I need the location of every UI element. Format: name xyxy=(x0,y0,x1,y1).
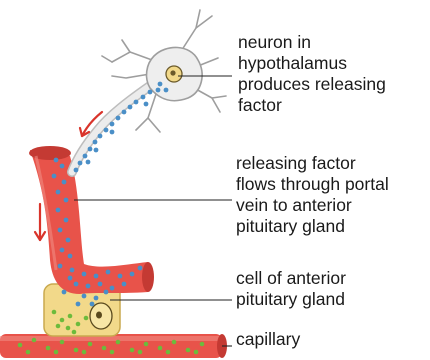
releasing-factor-dot xyxy=(94,148,99,153)
releasing-factor-dot xyxy=(104,128,109,133)
releasing-factor-dot xyxy=(116,116,121,121)
releasing-factor-dot xyxy=(62,180,67,185)
hormone-dot xyxy=(200,342,205,347)
releasing-factor-dot xyxy=(156,88,161,93)
releasing-factor-dot xyxy=(141,95,146,100)
releasing-factor-dot xyxy=(148,90,153,95)
releasing-factor-dot xyxy=(106,270,111,275)
releasing-factor-dot xyxy=(52,174,57,179)
hormone-dot xyxy=(66,326,71,331)
releasing-factor-label: releasing factor flows through portal ve… xyxy=(236,153,389,237)
releasing-factor-dot xyxy=(56,190,61,195)
hormone-dot xyxy=(172,340,177,345)
releasing-factor-dot xyxy=(93,140,98,145)
capillary-label: capillary xyxy=(236,329,300,350)
hormone-dot xyxy=(82,350,87,355)
releasing-factor-dot xyxy=(60,164,65,169)
hormone-dot xyxy=(72,330,77,335)
hormone-dot xyxy=(74,348,79,353)
releasing-factor-dot xyxy=(62,290,67,295)
releasing-factor-dot xyxy=(82,294,87,299)
releasing-factor-dot xyxy=(58,228,63,233)
releasing-factor-dot xyxy=(76,302,81,307)
releasing-factor-dot xyxy=(88,147,93,152)
releasing-factor-dot xyxy=(110,130,115,135)
hormone-dot xyxy=(54,350,59,355)
hormone-dot xyxy=(84,316,89,321)
hormone-dot xyxy=(144,342,149,347)
releasing-factor-dot xyxy=(122,282,127,287)
releasing-factor-dot xyxy=(86,160,91,165)
releasing-factor-dot xyxy=(118,274,123,279)
releasing-factor-dot xyxy=(104,290,109,295)
releasing-factor-dot xyxy=(54,158,59,163)
releasing-factor-dot xyxy=(68,254,73,259)
releasing-factor-dot xyxy=(56,208,61,213)
releasing-factor-dot xyxy=(164,88,169,93)
neuron-label: neuron in hypothalamus produces releasin… xyxy=(238,32,386,116)
releasing-factor-dot xyxy=(134,100,139,105)
releasing-factor-dot xyxy=(70,268,75,273)
hormone-dot xyxy=(116,340,121,345)
releasing-factor-dot xyxy=(94,274,99,279)
releasing-factor-dot xyxy=(110,122,115,127)
hormone-dot xyxy=(110,350,115,355)
hormone-dot xyxy=(32,338,37,343)
releasing-factor-dot xyxy=(128,105,133,110)
anterior-cell-label: cell of anterior pituitary gland xyxy=(236,268,346,310)
releasing-factor-dot xyxy=(98,282,103,287)
hormone-dot xyxy=(18,343,23,348)
releasing-factor-dot xyxy=(122,110,127,115)
releasing-factor-dot xyxy=(58,264,63,269)
hormone-dot xyxy=(88,342,93,347)
releasing-factor-dot xyxy=(66,238,71,243)
releasing-factor-dot xyxy=(82,272,87,277)
releasing-factor-dot xyxy=(94,296,99,301)
hormone-dot xyxy=(158,346,163,351)
hormone-dot xyxy=(60,340,65,345)
releasing-factor-dot xyxy=(68,276,73,281)
hormone-dot xyxy=(60,318,65,323)
releasing-factor-dot xyxy=(64,218,69,223)
hormone-dot xyxy=(56,324,61,329)
releasing-factor-dot xyxy=(64,198,69,203)
releasing-factor-dot xyxy=(130,272,135,277)
releasing-factor-dot xyxy=(74,168,79,173)
hormone-dot xyxy=(166,350,171,355)
releasing-factor-dot xyxy=(78,161,83,166)
hormone-dot xyxy=(138,350,143,355)
hormone-dot xyxy=(76,322,81,327)
releasing-factor-dot xyxy=(86,284,91,289)
hormone-dot xyxy=(52,310,57,315)
releasing-factor-dot xyxy=(90,302,95,307)
releasing-factor-dot xyxy=(138,266,143,271)
hormone-dot xyxy=(102,346,107,351)
releasing-factor-dot xyxy=(110,286,115,291)
releasing-factor-dot xyxy=(60,248,65,253)
releasing-factor-dot xyxy=(74,282,79,287)
releasing-factor-dot xyxy=(83,154,88,159)
hormone-dot xyxy=(194,350,199,355)
neuron-axon xyxy=(72,86,150,172)
hormone-dot xyxy=(130,348,135,353)
releasing-factor-dot xyxy=(98,134,103,139)
capillary xyxy=(0,334,227,358)
hormone-dot xyxy=(68,314,73,319)
releasing-factor-dot xyxy=(158,82,163,87)
hormone-dot xyxy=(186,348,191,353)
hormone-dot xyxy=(26,350,31,355)
hormone-dot xyxy=(46,346,51,351)
releasing-factor-dot xyxy=(144,102,149,107)
portal-vein xyxy=(29,146,154,294)
